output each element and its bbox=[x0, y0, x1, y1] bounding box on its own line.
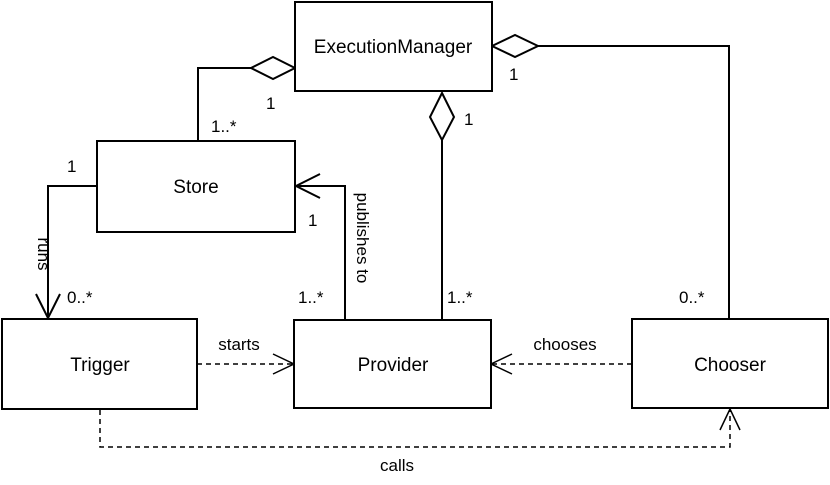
provider-store-association bbox=[296, 185, 346, 320]
multiplicity-provider-store-store: 1 bbox=[308, 211, 317, 230]
class-execution-manager-label: ExecutionManager bbox=[314, 37, 473, 58]
relation-chooses-label: chooses bbox=[533, 335, 596, 354]
multiplicity-em-provider-provider: 1..* bbox=[447, 288, 473, 307]
relation-calls-label: calls bbox=[380, 456, 414, 475]
em-store-aggregation bbox=[197, 67, 251, 141]
multiplicity-store-trigger-trigger: 0..* bbox=[67, 288, 93, 307]
em-store-diamond bbox=[248, 55, 298, 81]
multiplicity-em-store-store: 1..* bbox=[211, 117, 237, 136]
class-store-label: Store bbox=[173, 177, 218, 198]
class-execution-manager: ExecutionManager bbox=[294, 1, 493, 92]
class-provider: Provider bbox=[293, 319, 492, 409]
class-store: Store bbox=[96, 140, 296, 233]
relation-publishes-to-label: publishes to bbox=[353, 193, 372, 284]
relation-runs-label: runs bbox=[34, 237, 53, 270]
relation-starts-label: starts bbox=[218, 335, 260, 354]
class-trigger-label: Trigger bbox=[70, 355, 130, 376]
class-trigger: Trigger bbox=[1, 318, 198, 410]
multiplicity-em-chooser-chooser: 0..* bbox=[679, 288, 705, 307]
multiplicity-em-provider-em: 1 bbox=[464, 110, 473, 129]
class-chooser-label: Chooser bbox=[694, 355, 766, 376]
trigger-chooser-dependency bbox=[99, 409, 731, 448]
multiplicity-em-chooser-em: 1 bbox=[509, 65, 518, 84]
multiplicity-em-store-em: 1 bbox=[266, 94, 275, 113]
em-provider-diamond bbox=[428, 90, 456, 143]
class-provider-label: Provider bbox=[358, 355, 429, 376]
class-chooser: Chooser bbox=[631, 318, 829, 409]
em-chooser-aggregation bbox=[538, 45, 730, 319]
em-chooser-diamond bbox=[489, 33, 541, 59]
store-trigger-association bbox=[47, 185, 97, 318]
multiplicity-store-trigger-store: 1 bbox=[67, 157, 76, 176]
multiplicity-provider-store-provider: 1..* bbox=[298, 288, 324, 307]
